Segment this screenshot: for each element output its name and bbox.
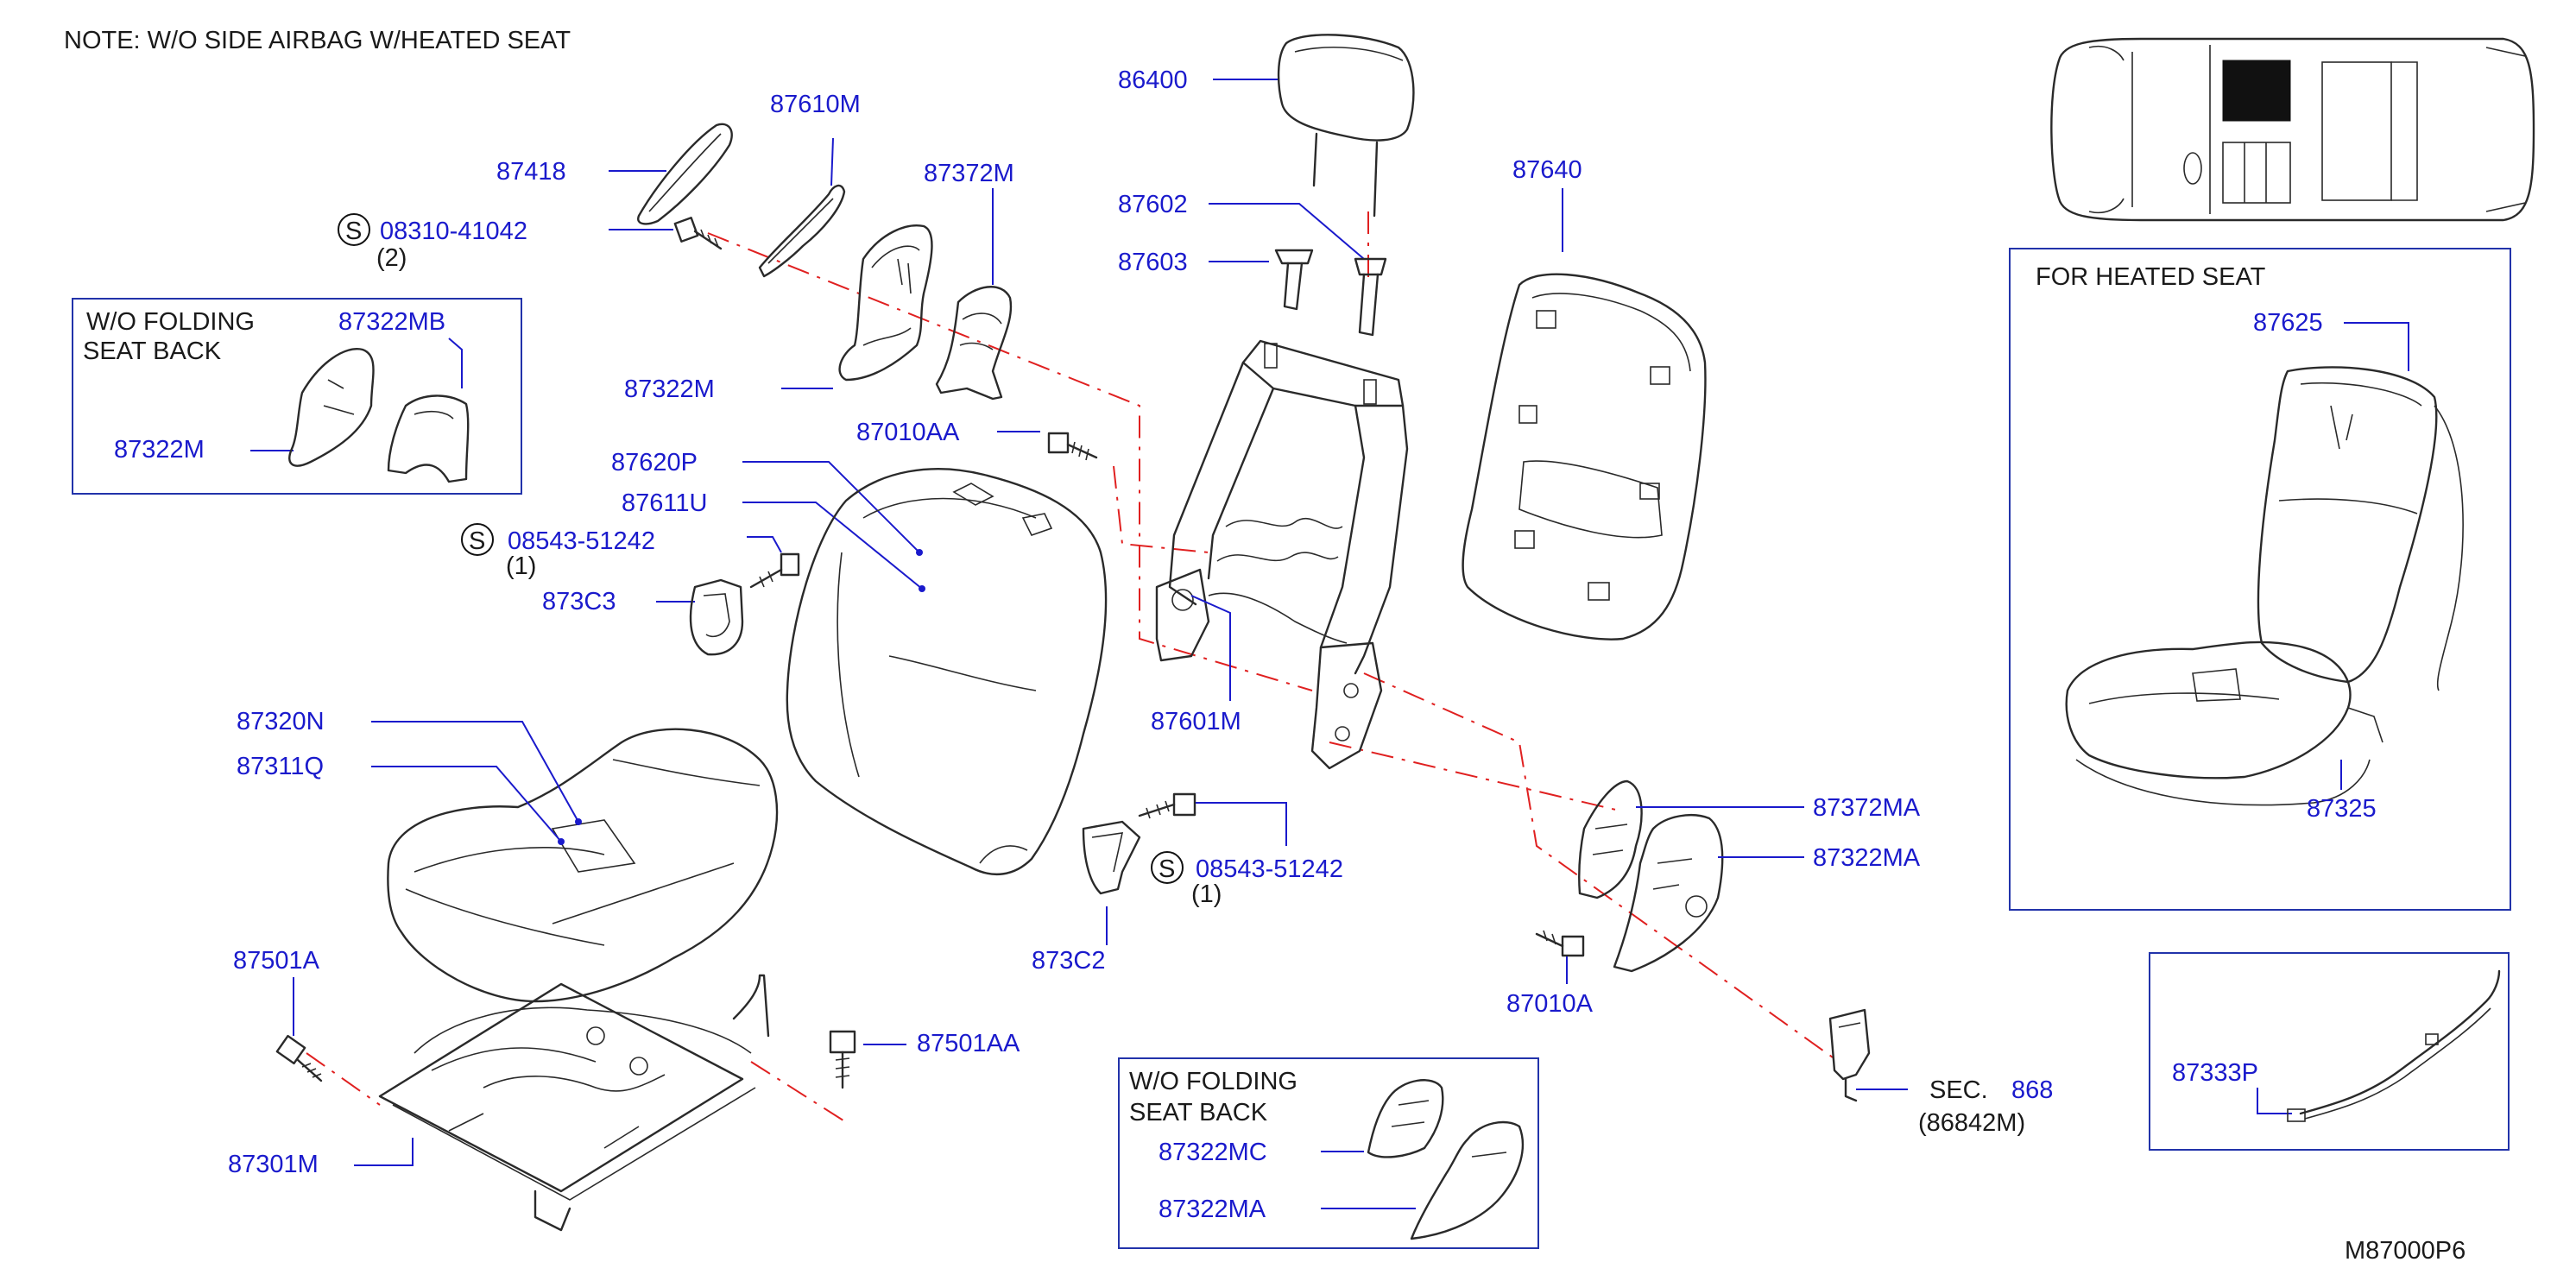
callout-87010AA: 87010AA bbox=[856, 419, 960, 446]
callout-87601M: 87601M bbox=[1151, 708, 1241, 735]
clip-873C2-icon bbox=[1082, 820, 1141, 895]
box-folding-left-line2: SEAT BACK bbox=[83, 338, 222, 365]
callout-87610M: 87610M bbox=[770, 91, 861, 118]
box-heated-part-a: 87625 bbox=[2253, 309, 2323, 337]
callout-08310-41042: 08310-41042 bbox=[380, 218, 527, 245]
box-folding-left-line1: W/O FOLDING bbox=[86, 308, 255, 336]
box-folding-left-part-a: 87322MB bbox=[338, 308, 445, 336]
callout-87620P: 87620P bbox=[611, 449, 698, 476]
callout-87372MA: 87372MA bbox=[1813, 794, 1921, 822]
bracket-87322MC-icon bbox=[1367, 1079, 1444, 1158]
box-harness bbox=[2149, 952, 2510, 1151]
callout-08543-b-qty: (1) bbox=[1191, 880, 1222, 908]
seat-cushion-icon bbox=[387, 728, 779, 1003]
callout-87010A: 87010A bbox=[1506, 990, 1594, 1018]
bracket-87372M-icon bbox=[935, 286, 1013, 401]
box-folding-left-part-b: 87322M bbox=[114, 436, 205, 464]
box-heated-part-b: 87325 bbox=[2307, 795, 2377, 823]
sec-sub: (86842M) bbox=[1918, 1109, 2025, 1137]
s-symbol-3-text: S bbox=[1159, 855, 1175, 883]
callout-87501A: 87501A bbox=[233, 947, 320, 975]
seat-back-icon bbox=[786, 468, 1108, 876]
bolt-87010A-icon bbox=[1535, 930, 1585, 957]
headrest-icon bbox=[1277, 34, 1415, 218]
back-board-87640-icon bbox=[1462, 273, 1707, 640]
box-folding-bottom-part-b: 87322MA bbox=[1159, 1196, 1266, 1223]
box-folding-bottom-line2: SEAT BACK bbox=[1129, 1099, 1268, 1126]
headrest-guide-87602-icon bbox=[1354, 257, 1387, 337]
callout-873C3: 873C3 bbox=[542, 588, 616, 615]
s-symbol-1 bbox=[338, 213, 370, 246]
callout-87322M: 87322M bbox=[624, 375, 715, 403]
callout-08310-qty: (2) bbox=[376, 244, 407, 272]
bracket-87322M-icon bbox=[838, 224, 933, 382]
heated-seat-back-icon bbox=[2257, 366, 2464, 691]
sec-number[interactable]: 868 bbox=[2011, 1076, 2053, 1104]
bolt-87010AA-icon bbox=[1047, 432, 1098, 461]
box-folding-left bbox=[72, 298, 522, 495]
trim-87610M-icon bbox=[758, 184, 846, 278]
s-symbol-3 bbox=[1151, 851, 1184, 884]
callout-873C2: 873C2 bbox=[1032, 947, 1105, 975]
callout-87301M: 87301M bbox=[228, 1151, 319, 1178]
cover-87418-icon bbox=[637, 123, 733, 225]
callout-08543-a: 08543-51242 bbox=[508, 527, 655, 555]
callout-08543-a-qty: (1) bbox=[506, 552, 536, 580]
bracket-87322MA-icon bbox=[1613, 814, 1724, 973]
bolt-87501A-icon bbox=[275, 1034, 323, 1082]
bracket-87322MA-small-icon bbox=[1410, 1120, 1525, 1240]
bracket-87322MB-icon bbox=[387, 394, 470, 483]
callout-87311Q: 87311Q bbox=[237, 753, 324, 780]
wire-harness-icon bbox=[2287, 969, 2501, 1122]
box-harness-part-a: 87333P bbox=[2172, 1059, 2258, 1087]
headrest-guide-87603-icon bbox=[1274, 249, 1314, 311]
bracket-87372MA-icon bbox=[1578, 779, 1643, 899]
screw-08543-a-icon bbox=[749, 552, 800, 589]
callout-08543-b: 08543-51242 bbox=[1196, 855, 1343, 883]
assembly-centerlines bbox=[306, 211, 1840, 1123]
seat-frame-87301M-icon bbox=[378, 974, 770, 1232]
callout-87418: 87418 bbox=[496, 158, 566, 186]
s-symbol-2-text: S bbox=[469, 527, 485, 555]
clip-873C3-icon bbox=[689, 578, 744, 656]
note-text: NOTE: W/O SIDE AIRBAG W/HEATED SEAT bbox=[64, 27, 571, 54]
callout-87602: 87602 bbox=[1118, 191, 1188, 218]
sec-label: SEC. bbox=[1929, 1076, 1988, 1104]
screw-08543-b-icon bbox=[1138, 792, 1196, 819]
callout-87640: 87640 bbox=[1512, 156, 1582, 184]
seat-belt-buckle-icon bbox=[1828, 1008, 1871, 1102]
diagram-code: M87000P6 bbox=[2345, 1237, 2466, 1265]
box-heated-seat bbox=[2009, 248, 2511, 911]
box-folding-bottom bbox=[1118, 1057, 1539, 1249]
box-heated-title: FOR HEATED SEAT bbox=[2036, 263, 2266, 291]
s-symbol-2 bbox=[461, 523, 494, 556]
seat-back-frame-icon bbox=[1155, 339, 1409, 770]
callout-87322MA: 87322MA bbox=[1813, 844, 1921, 872]
box-folding-bottom-part-a: 87322MC bbox=[1159, 1139, 1267, 1166]
heated-seat-cushion-icon bbox=[2065, 640, 2383, 806]
callout-87320N: 87320N bbox=[237, 708, 325, 735]
callout-87611U: 87611U bbox=[622, 489, 707, 517]
bracket-87322M-small-icon bbox=[288, 348, 375, 467]
bolt-87501AA-icon bbox=[829, 1030, 856, 1089]
callout-86400: 86400 bbox=[1118, 66, 1188, 94]
bolt-icon bbox=[673, 217, 723, 250]
callout-87501AA: 87501AA bbox=[917, 1030, 1020, 1057]
callout-87603: 87603 bbox=[1118, 249, 1188, 276]
callout-87372M: 87372M bbox=[924, 160, 1014, 187]
vehicle-locator-icon bbox=[2050, 37, 2535, 222]
s-symbol-1-text: S bbox=[345, 218, 362, 245]
box-folding-bottom-line1: W/O FOLDING bbox=[1129, 1068, 1297, 1095]
